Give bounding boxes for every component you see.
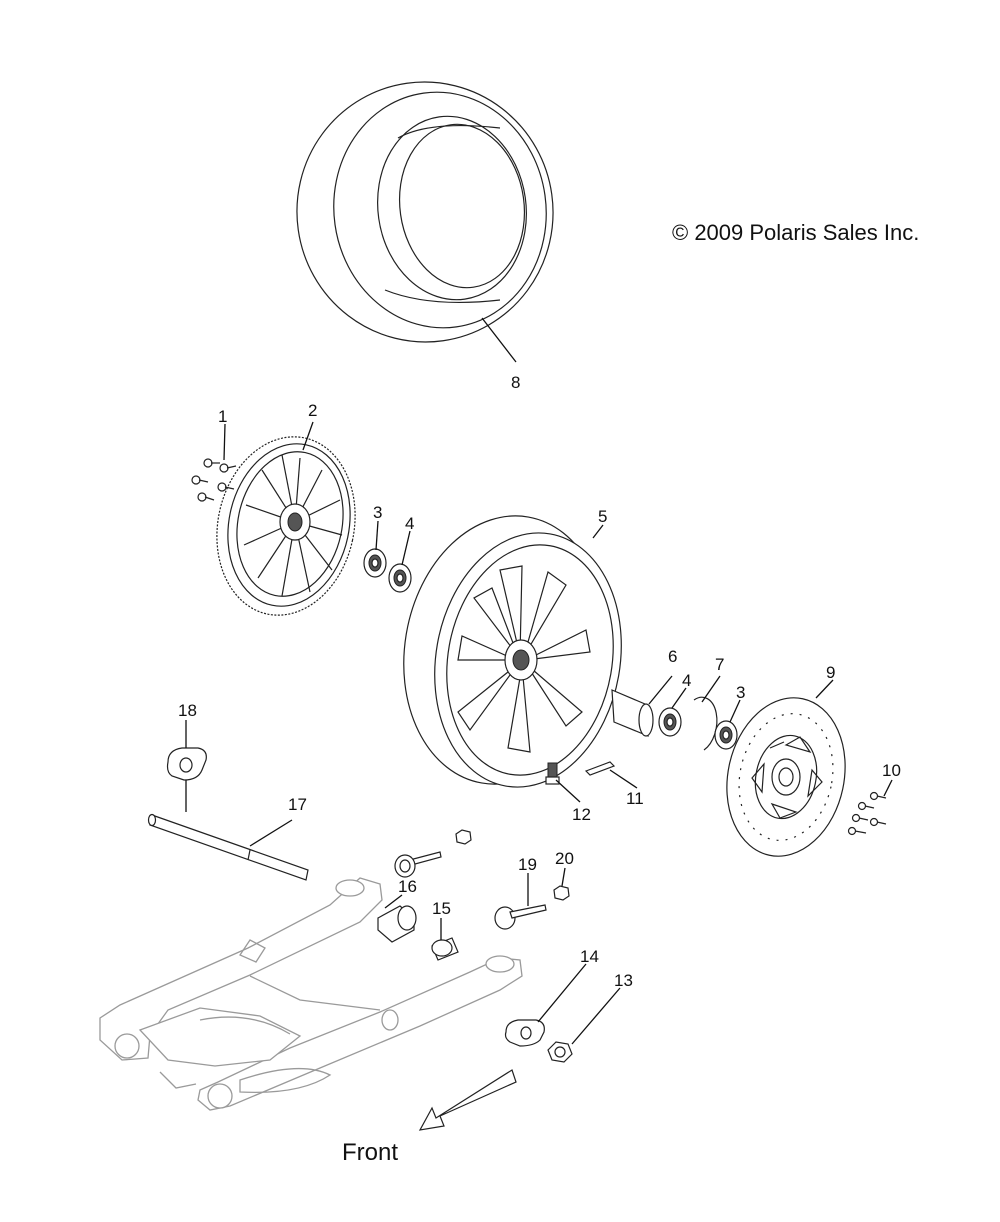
callout-17: 17 [288, 795, 307, 814]
part-7-snap-ring [693, 696, 718, 751]
part-2-sprocket [216, 436, 356, 616]
part-9-brake-disc [726, 697, 846, 857]
callout-16: 16 [398, 877, 417, 896]
callout-7: 7 [715, 655, 724, 674]
part-17-axle [147, 813, 309, 881]
callout-4-right: 4 [682, 671, 691, 690]
callout-13: 13 [614, 971, 633, 990]
swing-arm [99, 877, 523, 1111]
callout-4-left: 4 [405, 514, 414, 533]
callout-3-left: 3 [373, 503, 382, 522]
part-12-valve-stem [545, 762, 560, 785]
callout-8: 8 [511, 373, 520, 392]
part-14-adjuster-plate [504, 1019, 545, 1047]
callout-19: 19 [518, 855, 537, 874]
part-3-seal-left [363, 548, 387, 578]
copyright-notice: © 2009 Polaris Sales Inc. [672, 220, 919, 245]
part-4-bearing-right [658, 707, 682, 737]
part-10-disc-bolts [847, 791, 887, 836]
part-1-bolts [191, 458, 237, 502]
front-label: Front [342, 1139, 398, 1166]
part-13-nut [547, 1041, 573, 1063]
part-11-balance-weight [584, 761, 616, 776]
callout-9: 9 [826, 663, 835, 682]
callout-6: 6 [668, 647, 677, 666]
part-19-bolt [494, 904, 547, 930]
part-15-spacer [431, 937, 459, 961]
callout-20: 20 [555, 849, 574, 868]
callout-1: 1 [218, 407, 227, 426]
callout-labels: 1 2 3 4 5 6 4 7 3 8 9 10 11 12 13 14 15 … [178, 373, 901, 990]
part-5-wheel [403, 515, 622, 788]
callout-5: 5 [598, 507, 607, 526]
part-18-adjuster-plate [166, 747, 207, 781]
part-6-spacer [611, 689, 654, 737]
callout-3-right: 3 [736, 683, 745, 702]
leader-lines [185, 317, 893, 1045]
callout-11: 11 [626, 789, 644, 808]
callout-10: 10 [882, 761, 901, 780]
part-8-tire [296, 81, 554, 343]
part-4-bearing-left [388, 563, 412, 593]
nut-upper [455, 829, 472, 845]
front-direction-arrow [418, 1069, 517, 1131]
callout-14: 14 [580, 947, 599, 966]
part-16-bushings [377, 851, 442, 943]
callout-2: 2 [308, 401, 317, 420]
callout-18: 18 [178, 701, 197, 720]
part-20-nut [553, 885, 570, 901]
callout-12: 12 [572, 805, 591, 824]
callout-15: 15 [432, 899, 451, 918]
part-3-seal-right [714, 720, 738, 750]
